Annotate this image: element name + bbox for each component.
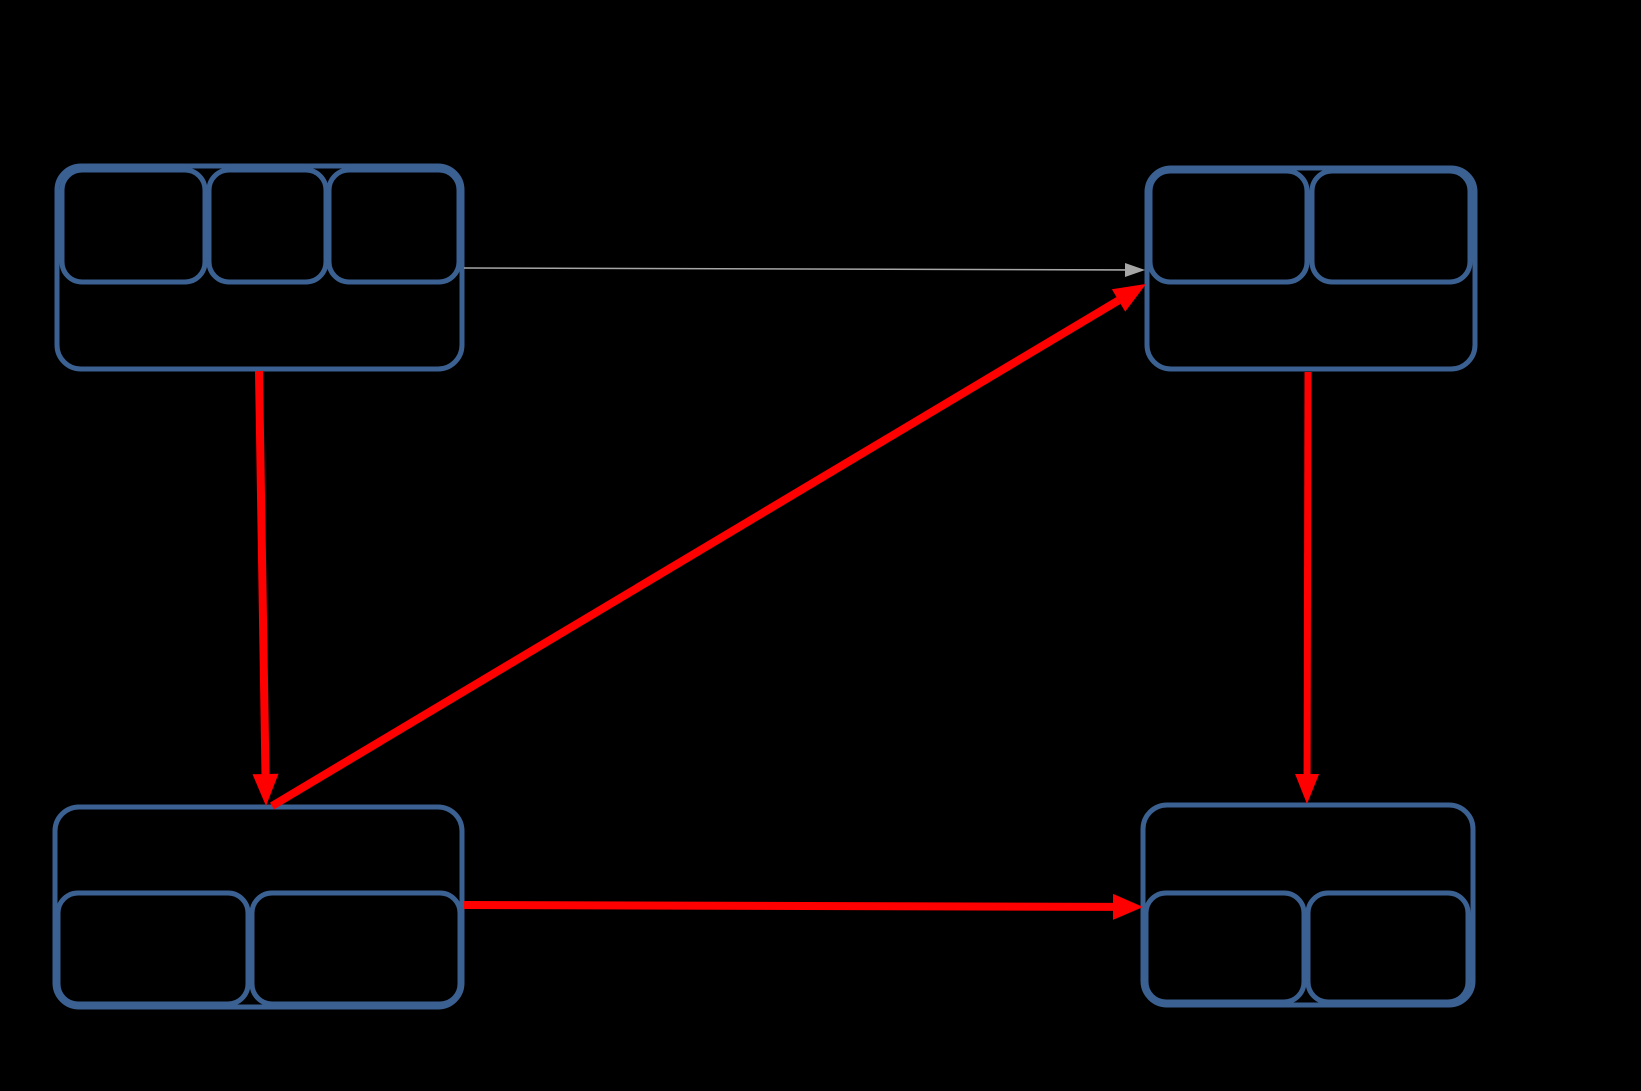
- bottom-right-group-cell-1: [1143, 890, 1307, 1005]
- top-left-group-outer-box: [54, 163, 465, 372]
- red-arrow-bottom-right-shaft: [463, 901, 1114, 911]
- bottom-left-group-outer-box: [52, 804, 465, 1010]
- top-right-group-cell-1: [1147, 168, 1310, 285]
- red-arrow-bottom-right-arrowhead-icon: [1112, 893, 1143, 920]
- top-left-group-cell-1: [59, 167, 208, 285]
- top-left-group-cell-2: [206, 167, 329, 285]
- bottom-right-group-cell-2: [1305, 890, 1471, 1005]
- red-arrow-down-right-shaft: [1303, 371, 1312, 775]
- gray-connector-top-shaft: [463, 267, 1126, 271]
- top-right-group-cell-2: [1309, 168, 1473, 285]
- red-arrow-down-left-arrowhead-icon: [252, 773, 279, 806]
- bottom-right-group-outer-box: [1140, 802, 1476, 1008]
- red-arrow-down-right-arrowhead-icon: [1295, 773, 1320, 804]
- red-arrow-down-left-shaft: [255, 370, 270, 775]
- red-arrow-diagonal-shaft: [269, 296, 1121, 810]
- top-left-group-cell-3: [326, 167, 462, 285]
- gray-connector-top-arrowhead-icon: [1124, 262, 1145, 277]
- bottom-left-group-cell-1: [55, 890, 251, 1007]
- red-arrow-diagonal-arrowhead-icon: [1111, 284, 1146, 312]
- bottom-left-group-cell-2: [249, 890, 463, 1007]
- top-right-group-outer-box: [1144, 165, 1478, 372]
